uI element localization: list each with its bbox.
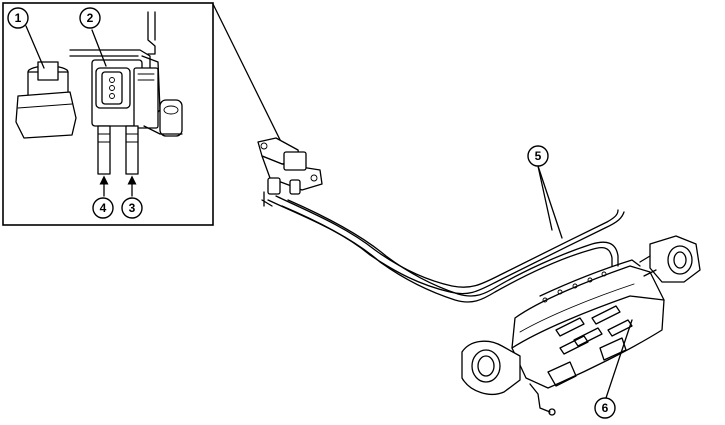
svg-text:2: 2: [87, 11, 94, 25]
leader-5a: [537, 165, 563, 239]
callout-1: 1: [7, 7, 29, 29]
callout-5: 5: [527, 145, 549, 167]
hose-lines: [267, 195, 625, 303]
callout-6: 6: [594, 397, 616, 419]
hose-ports: [97, 125, 139, 175]
callout-2: 2: [79, 7, 101, 29]
svg-text:3: 3: [129, 201, 136, 215]
leader-5b: [537, 165, 553, 231]
svg-text:5: 5: [535, 149, 542, 163]
callout-4: 4: [92, 197, 114, 219]
callout-3: 3: [121, 197, 143, 219]
inset-leader-line: [212, 3, 291, 161]
svg-text:1: 1: [15, 11, 22, 25]
leader-6: [605, 319, 633, 399]
catalytic-converter: [461, 235, 701, 416]
leader-2: [91, 29, 107, 67]
mounted-sensor: [257, 137, 323, 207]
svg-text:6: 6: [602, 401, 609, 415]
detail-inset: [2, 2, 291, 226]
svg-text:4: 4: [100, 201, 107, 215]
connector-sensor: [91, 59, 183, 137]
leader-1: [25, 25, 45, 69]
pressure-sensor-body: [15, 61, 77, 139]
